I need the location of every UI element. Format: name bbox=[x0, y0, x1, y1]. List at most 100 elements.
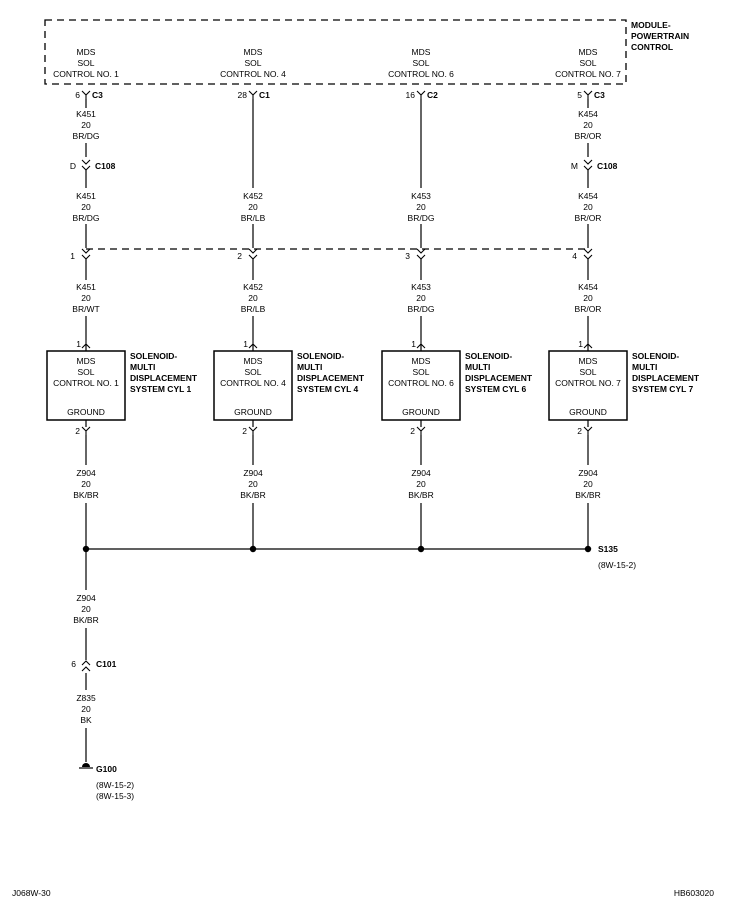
ground-wire-label-2-line-3: BK/BR bbox=[240, 490, 266, 500]
upper-wire-label-1-line-1: K451 bbox=[76, 109, 96, 119]
lower-wire-label-3-line-1: K453 bbox=[411, 282, 431, 292]
lower-wire-label-2-line-2: 20 bbox=[248, 293, 258, 303]
solenoid-name-1-line-3: DISPLACEMENT bbox=[130, 373, 198, 383]
solenoid-ground-2: GROUND bbox=[234, 407, 272, 417]
pcm-connector-1: C3 bbox=[92, 90, 103, 100]
ground-wire-label-2-line-1: Z904 bbox=[243, 468, 263, 478]
solenoid-name-3-line-3: DISPLACEMENT bbox=[465, 373, 533, 383]
solenoid-name-2-line-2: MULTI bbox=[297, 362, 322, 372]
mid-wire-label-4-line-2: 20 bbox=[583, 202, 593, 212]
splice-name: S135 bbox=[598, 544, 618, 554]
solenoid-name-3-line-1: SOLENOID- bbox=[465, 351, 512, 361]
pcm-output-2-line-3: CONTROL NO. 4 bbox=[220, 69, 286, 79]
c101-pin-4: 4 bbox=[572, 251, 577, 261]
solenoid-function-2-line-3: CONTROL NO. 4 bbox=[220, 378, 286, 388]
trunk-connector-name: C101 bbox=[96, 659, 117, 669]
solenoid-name-2-line-4: SYSTEM CYL 4 bbox=[297, 384, 359, 394]
c108-pin-1: D bbox=[70, 161, 76, 171]
pcm-title-3: CONTROL bbox=[631, 42, 673, 52]
ground-wire-label-1-line-3: BK/BR bbox=[73, 490, 99, 500]
upper-wire-label-4-line-2: 20 bbox=[583, 120, 593, 130]
solenoid-function-3-line-2: SOL bbox=[412, 367, 429, 377]
solenoid-out-pin-4: 2 bbox=[577, 426, 582, 436]
solenoid-name-1-line-1: SOLENOID- bbox=[130, 351, 177, 361]
solenoid-name-1-line-2: MULTI bbox=[130, 362, 155, 372]
solenoid-name-4-line-2: MULTI bbox=[632, 362, 657, 372]
solenoid-function-2-line-2: SOL bbox=[244, 367, 261, 377]
c101-symbol-1 bbox=[81, 248, 91, 260]
pcm-connector-4: C3 bbox=[594, 90, 605, 100]
solenoid-name-4-line-3: DISPLACEMENT bbox=[632, 373, 700, 383]
final-wire-label-line-3: BK bbox=[80, 715, 92, 725]
pcm-connector-3: C2 bbox=[427, 90, 438, 100]
solenoid-function-3-line-3: CONTROL NO. 6 bbox=[388, 378, 454, 388]
ground-wire-label-4-line-2: 20 bbox=[583, 479, 593, 489]
c101-symbol-3 bbox=[416, 248, 426, 260]
pcm-title-2: POWERTRAIN bbox=[631, 31, 689, 41]
c108-symbol-4 bbox=[583, 159, 593, 171]
trunk-wire-label-line-2: 20 bbox=[81, 604, 91, 614]
c101-pin-2: 2 bbox=[237, 251, 242, 261]
pcm-pin-2: 28 bbox=[238, 90, 248, 100]
pcm-output-3-line-1: MDS bbox=[412, 47, 431, 57]
solenoid-function-1-line-3: CONTROL NO. 1 bbox=[53, 378, 119, 388]
solenoid-in-pin-2: 1 bbox=[243, 339, 248, 349]
trunk-wire-label-line-1: Z904 bbox=[76, 593, 96, 603]
upper-wire-label-4-line-3: BR/OR bbox=[575, 131, 602, 141]
pcm-output-1-line-3: CONTROL NO. 1 bbox=[53, 69, 119, 79]
solenoid-function-1-line-2: SOL bbox=[77, 367, 94, 377]
solenoid-out-pin-3: 2 bbox=[410, 426, 415, 436]
lower-wire-label-2-line-3: BR/LB bbox=[241, 304, 266, 314]
pcm-pin-4: 5 bbox=[577, 90, 582, 100]
solenoid-name-4-line-1: SOLENOID- bbox=[632, 351, 679, 361]
final-wire-label-line-1: Z835 bbox=[76, 693, 96, 703]
solenoid-out-symbol-1 bbox=[81, 426, 91, 435]
solenoid-box-2 bbox=[213, 350, 293, 421]
splice-ref: (8W-15-2) bbox=[598, 560, 636, 570]
pcm-pin-symbol-4 bbox=[583, 90, 593, 99]
pcm-pin-symbol-1 bbox=[81, 90, 91, 99]
pcm-output-1-line-1: MDS bbox=[77, 47, 96, 57]
pcm-connector-2: C1 bbox=[259, 90, 270, 100]
c101-pin-1: 1 bbox=[70, 251, 75, 261]
solenoid-name-4-line-4: SYSTEM CYL 7 bbox=[632, 384, 694, 394]
lower-wire-label-1-line-1: K451 bbox=[76, 282, 96, 292]
mid-wire-label-2-line-2: 20 bbox=[248, 202, 258, 212]
ground-wire-label-1-line-2: 20 bbox=[81, 479, 91, 489]
mid-wire-label-2-line-3: BR/LB bbox=[241, 213, 266, 223]
lower-wire-label-3-line-3: BR/DG bbox=[408, 304, 435, 314]
solenoid-in-pin-4: 1 bbox=[578, 339, 583, 349]
pcm-output-4-line-2: SOL bbox=[579, 58, 596, 68]
pcm-output-2-line-1: MDS bbox=[244, 47, 263, 57]
ground-ref-2: (8W-15-3) bbox=[96, 791, 134, 801]
solenoid-name-2-line-3: DISPLACEMENT bbox=[297, 373, 365, 383]
c101-symbol-2 bbox=[248, 248, 258, 260]
lower-wire-label-4-line-3: BR/OR bbox=[575, 304, 602, 314]
ground-ref-1: (8W-15-2) bbox=[96, 780, 134, 790]
solenoid-in-pin-3: 1 bbox=[411, 339, 416, 349]
solenoid-function-4-line-1: MDS bbox=[579, 356, 598, 366]
solenoid-out-symbol-2 bbox=[248, 426, 258, 435]
solenoid-function-4-line-2: SOL bbox=[579, 367, 596, 377]
mid-wire-label-3-line-3: BR/DG bbox=[408, 213, 435, 223]
ground-wire-label-1-line-1: Z904 bbox=[76, 468, 96, 478]
footer-left: J068W-30 bbox=[12, 888, 51, 898]
ground-symbol bbox=[82, 763, 90, 767]
solenoid-in-pin-1: 1 bbox=[76, 339, 81, 349]
mid-wire-label-1-line-1: K451 bbox=[76, 191, 96, 201]
solenoid-name-3-line-2: MULTI bbox=[465, 362, 490, 372]
pcm-output-4-line-3: CONTROL NO. 7 bbox=[555, 69, 621, 79]
pcm-output-3-line-3: CONTROL NO. 6 bbox=[388, 69, 454, 79]
pcm-output-4-line-1: MDS bbox=[579, 47, 598, 57]
pcm-dashed-border bbox=[44, 19, 627, 85]
pcm-pin-1: 6 bbox=[75, 90, 80, 100]
lower-wire-label-2-line-1: K452 bbox=[243, 282, 263, 292]
ground-wire-label-3-line-2: 20 bbox=[416, 479, 426, 489]
solenoid-function-2-line-1: MDS bbox=[244, 356, 263, 366]
footer-right: HB603020 bbox=[674, 888, 714, 898]
upper-wire-label-4-line-1: K454 bbox=[578, 109, 598, 119]
